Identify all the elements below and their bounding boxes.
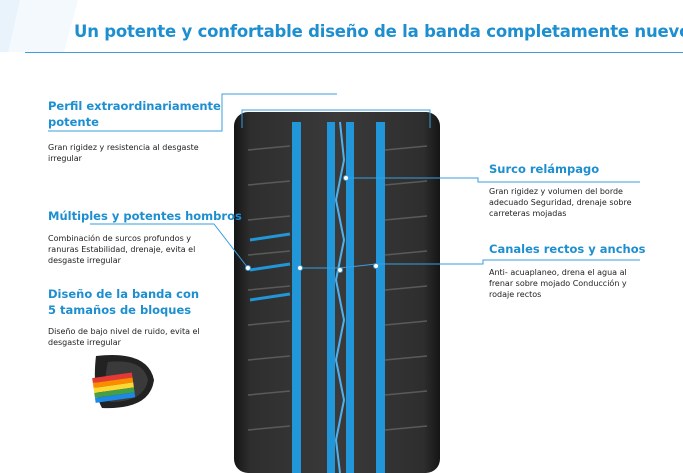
tire-body [234,112,440,473]
feature-title-line: Diseño de la banda con [48,287,200,301]
tread-ribs [247,145,428,431]
feature-title-perfil: Perfil extraordinariamente potente [48,98,221,130]
feature-title-line: 5 tamaños de bloques [48,303,192,317]
feature-title-line: potente [48,115,99,129]
feature-desc-line: rodaje rectos [489,290,542,299]
feature-desc-line: Gran rigidez y volumen del borde [489,187,623,196]
shoulder-grooves [249,232,291,302]
feature-title-canales: Canales rectos y anchos [489,241,645,257]
feature-desc-line: Diseño de bajo nivel de ruido, evita el [48,327,200,336]
header: Un potente y confortable diseño de la ba… [0,0,683,64]
feature-title-hombros: Múltiples y potentes hombros [48,208,242,224]
header-divider [25,52,683,53]
feature-desc-perfil: Gran rigidez y resistencia al desgaste i… [48,142,199,164]
feature-desc-bloques: Diseño de bajo nivel de ruido, evita el … [48,326,200,348]
feature-desc-surco: Gran rigidez y volumen del borde adecuad… [489,186,632,219]
feature-desc-line: frenar sobre mojado Conducción y [489,279,627,288]
tire-block-colors-icon [92,355,154,409]
lightning-groove [334,121,346,473]
feature-desc-line: irregular [48,154,82,163]
feature-desc-line: Anti- acuaplaneo, drena el agua al [489,268,627,277]
callout-dots [245,175,379,273]
callout-lines [48,93,640,269]
feature-title-bloques: Diseño de la banda con 5 tamaños de bloq… [48,286,199,318]
feature-desc-hombros: Combinación de surcos profundos y ranura… [48,233,195,266]
feature-desc-line: Gran rigidez y resistencia al desgaste [48,143,199,152]
header-swoosh-icon [0,0,78,52]
feature-title-line: Múltiples y potentes hombros [48,209,242,223]
feature-desc-line: Combinación de surcos profundos y [48,234,192,243]
feature-title-line: Surco relámpago [489,162,600,176]
feature-desc-canales: Anti- acuaplaneo, drena el agua al frena… [489,267,627,300]
feature-title-surco: Surco relámpago [489,161,599,177]
feature-desc-line: desgaste irregular [48,256,121,265]
feature-desc-line: ranuras Estabilidad, drenaje, evita el [48,245,196,254]
feature-title-line: Perfil extraordinariamente [48,99,221,113]
tread-grooves [292,122,385,473]
feature-desc-line: adecuado Seguridad, drenaje sobre [489,198,632,207]
feature-title-line: Canales rectos y anchos [489,242,646,256]
feature-desc-line: carreteras mojadas [489,209,567,218]
page-title: Un potente y confortable diseño de la ba… [74,22,683,41]
feature-desc-line: desgaste irregular [48,338,121,347]
